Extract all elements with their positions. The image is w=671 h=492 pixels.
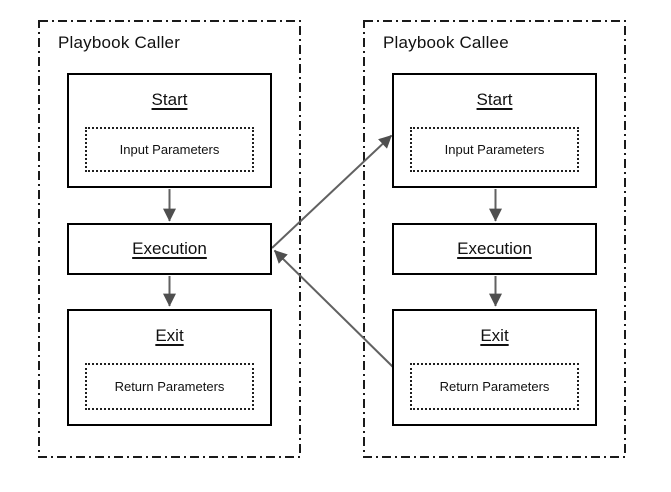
node-heading-execution: Execution — [132, 239, 207, 258]
callee-return-parameters-box: Return Parameters — [410, 363, 579, 410]
arrow-call-caller-execution-to-callee-start — [271, 134, 393, 249]
caller-group-border — [38, 20, 301, 458]
group-playbook-caller: Playbook Caller Start Input Parameters E… — [38, 20, 301, 458]
caller-exit-node: Exit Return Parameters — [67, 309, 272, 426]
parameters-label: Input Parameters — [444, 142, 545, 157]
node-heading-start: Start — [476, 90, 513, 109]
group-playbook-callee: Playbook Callee Start Input Parameters E… — [363, 20, 626, 458]
node-heading-exit: Exit — [155, 326, 184, 345]
caller-input-parameters-box: Input Parameters — [85, 127, 254, 172]
arrow-return-callee-exit-to-caller-execution — [273, 249, 394, 368]
node-heading-start: Start — [151, 90, 188, 109]
callee-exit-node: Exit Return Parameters — [392, 309, 597, 426]
node-heading-exit: Exit — [480, 326, 509, 345]
parameters-label: Return Parameters — [439, 379, 550, 394]
group-title-callee: Playbook Callee — [383, 33, 509, 52]
callee-input-parameters-box: Input Parameters — [410, 127, 579, 172]
parameters-label: Input Parameters — [119, 142, 220, 157]
callee-execution-node: Execution — [392, 223, 597, 275]
callee-group-border — [363, 20, 626, 458]
callee-start-node: Start Input Parameters — [392, 73, 597, 188]
caller-return-parameters-box: Return Parameters — [85, 363, 254, 410]
parameters-label: Return Parameters — [114, 379, 225, 394]
node-heading-execution: Execution — [457, 239, 532, 258]
caller-start-node: Start Input Parameters — [67, 73, 272, 188]
caller-execution-node: Execution — [67, 223, 272, 275]
group-title-caller: Playbook Caller — [58, 33, 181, 52]
